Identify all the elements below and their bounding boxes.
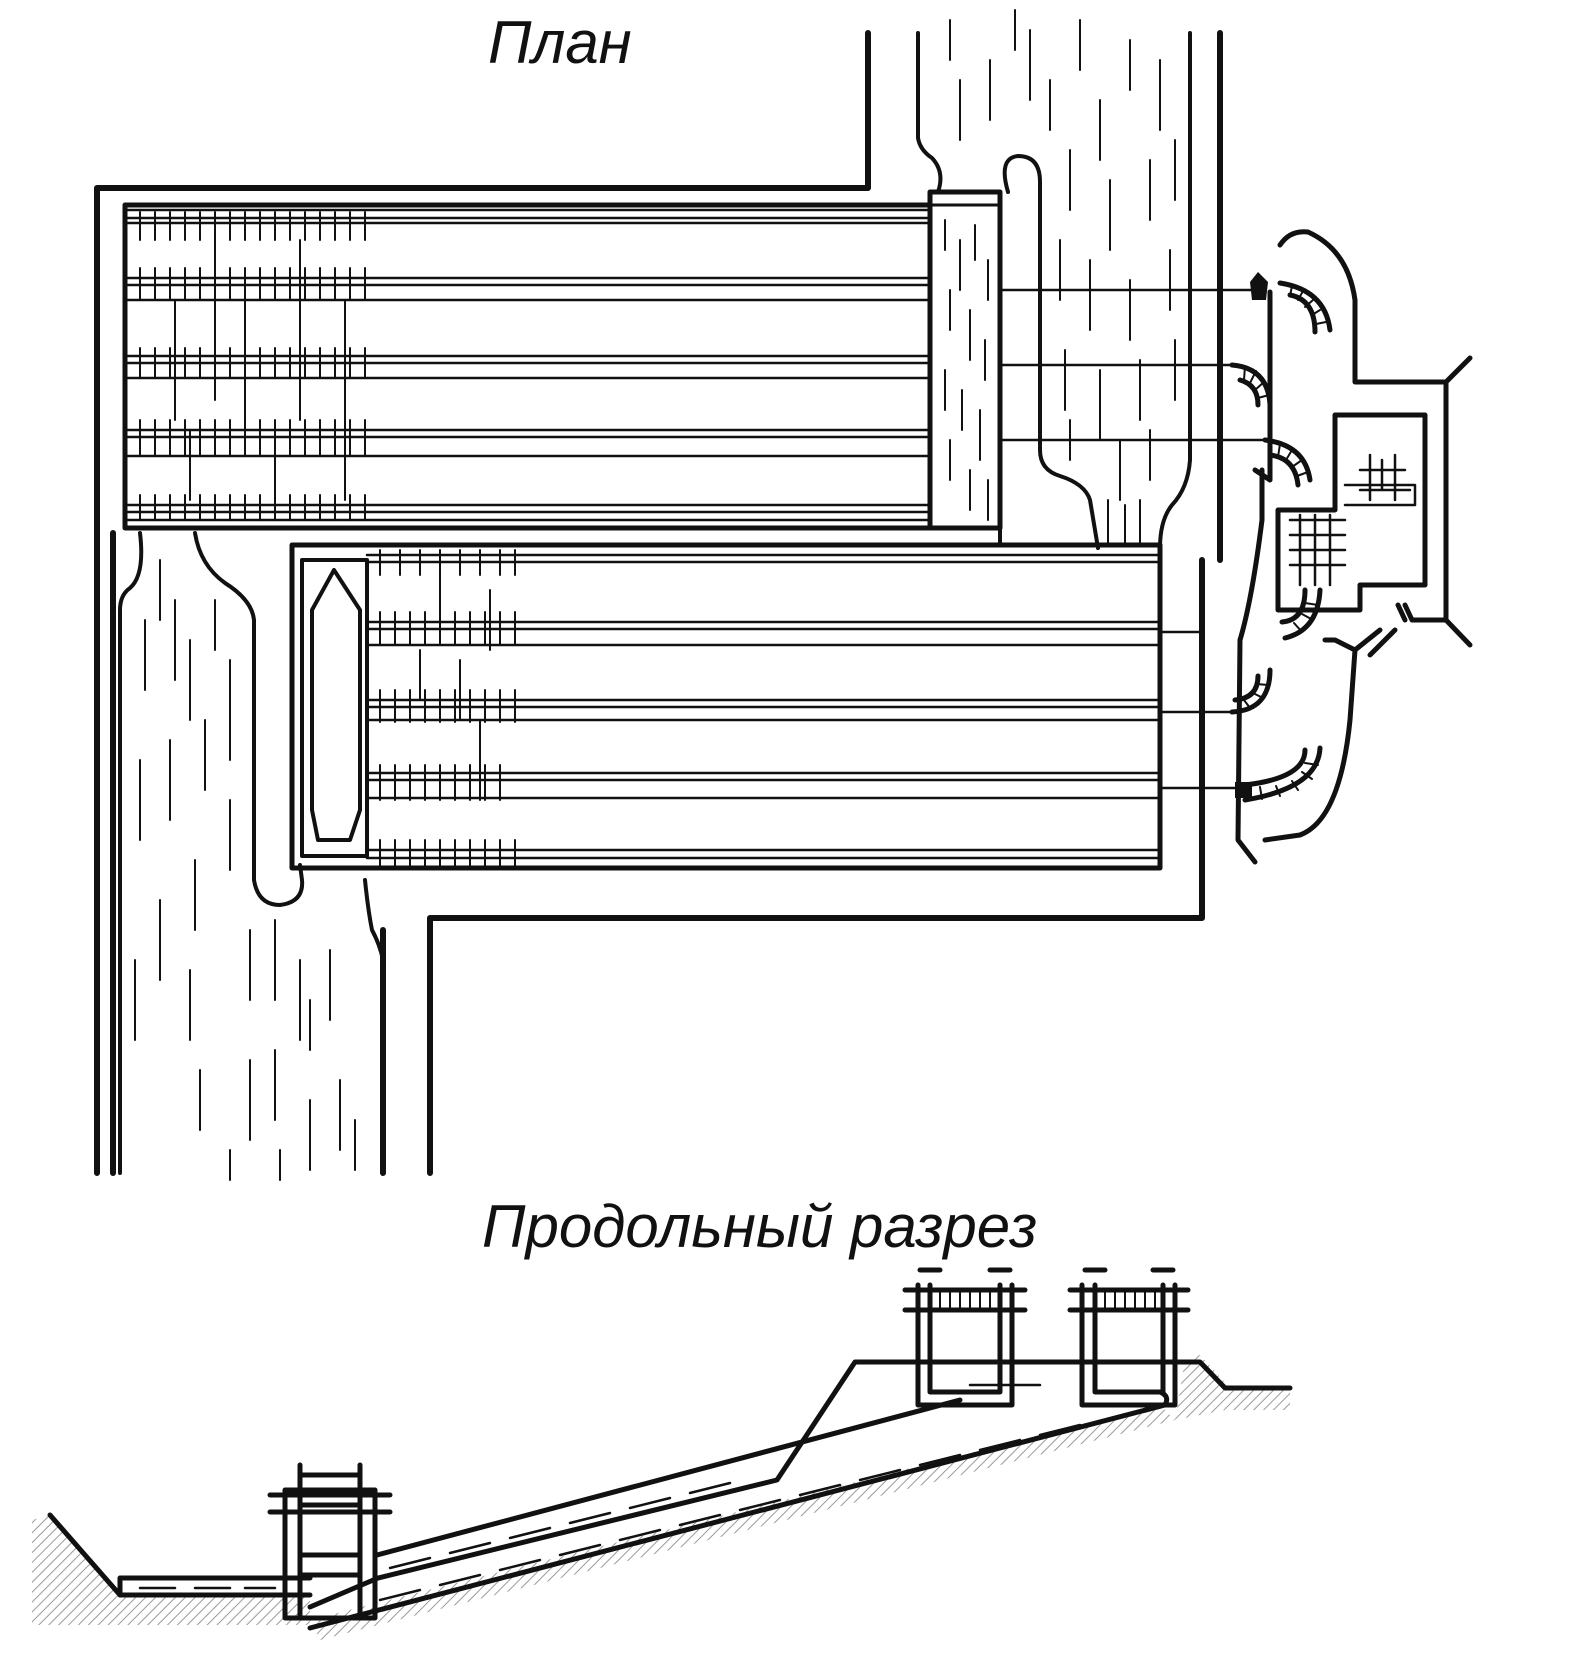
upper-water-channel	[916, 31, 1192, 550]
outlet-chamber	[1235, 229, 1473, 865]
plan-view	[94, 9, 1473, 1181]
gate-racks	[939, 1291, 1156, 1309]
section-water-dashes	[138, 1383, 1082, 1602]
gate-upper-2	[1067, 1267, 1191, 1408]
upper-inlet-gallery	[927, 189, 1003, 531]
lower-inlet-gallery	[300, 558, 369, 858]
sludge-pipe-segments	[1243, 285, 1327, 800]
upper-water-ripples	[949, 9, 1176, 546]
gate-lower	[267, 1462, 393, 1621]
section-structure	[47, 1359, 1293, 1631]
plan-title: План	[488, 9, 632, 76]
lower-water-channel	[118, 531, 385, 1175]
sludge-pipes	[1229, 280, 1333, 803]
gate-upper-1	[902, 1267, 1028, 1408]
lower-settling-tank	[289, 526, 1163, 871]
drain-lines	[998, 288, 1267, 790]
section-title: Продольный разрез	[482, 1193, 1038, 1260]
pipe-valves	[1235, 272, 1268, 798]
upper-tank-pipes	[139, 211, 366, 521]
outlet-chamber-detail	[1288, 453, 1417, 587]
ground	[32, 1355, 1290, 1640]
section-view	[32, 1267, 1293, 1640]
lower-tank-pipes	[379, 549, 516, 869]
lower-water-ripples	[134, 559, 356, 1181]
upper-settling-tank	[122, 189, 1003, 531]
building-walls	[94, 30, 1223, 1176]
